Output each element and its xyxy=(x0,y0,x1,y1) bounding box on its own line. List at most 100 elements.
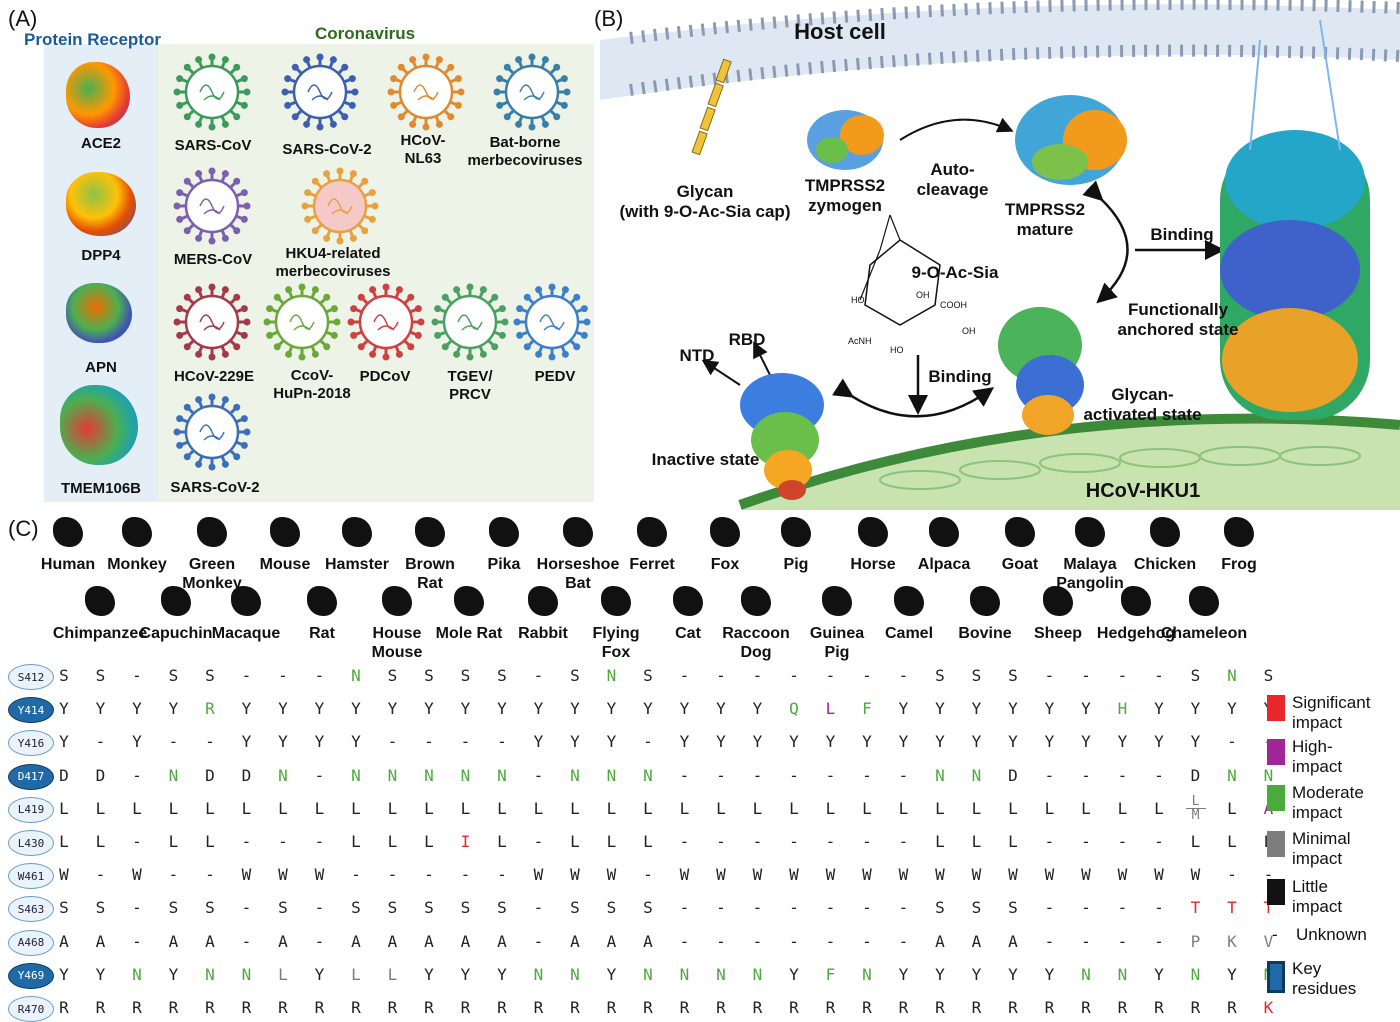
animal-silhouette-row2-0 xyxy=(85,586,115,616)
residue-cell: N xyxy=(533,964,544,984)
residue-cell: - xyxy=(460,865,471,885)
animal-name-row1-1: Monkey xyxy=(107,556,167,573)
residue-cell: - xyxy=(168,865,179,885)
receptor-name-apn: APN xyxy=(85,359,117,376)
residue-cell: N xyxy=(679,964,690,984)
residue-cell: - xyxy=(241,898,252,918)
residue-cell: Y xyxy=(1190,699,1201,719)
residue-cell: L xyxy=(95,832,106,851)
residue-cell: - xyxy=(533,666,544,685)
residue-cell: S xyxy=(1008,666,1018,685)
residue-cell: L xyxy=(643,832,653,851)
residue-cell: S xyxy=(1008,898,1018,918)
animal-name-row2-10: Guinea Pig xyxy=(809,625,865,661)
residue-cell: N xyxy=(1227,666,1237,685)
virus-particle-icon xyxy=(173,393,251,471)
animal-silhouette-row2-12 xyxy=(970,586,1000,616)
animal-name-row2-0: Chimpanzee xyxy=(52,625,148,642)
residue-cell: A xyxy=(570,931,580,951)
residue-cell: - xyxy=(1263,865,1274,885)
residue-cell: W xyxy=(679,865,690,885)
residue-cell: L xyxy=(387,964,398,984)
residue-cell: S xyxy=(643,898,653,918)
residue-cell: A xyxy=(278,931,288,951)
residue-cell: R xyxy=(278,998,288,1017)
residue-cell: R xyxy=(460,998,471,1017)
residue-cell: Y xyxy=(387,699,398,719)
animal-silhouette-row2-2 xyxy=(231,586,261,616)
residue-cell: T xyxy=(1190,898,1201,918)
animal-silhouette-row2-14 xyxy=(1121,586,1151,616)
residue-cell: L xyxy=(460,798,471,818)
residue-cell: R xyxy=(241,998,252,1017)
residue-cell: L xyxy=(971,798,982,818)
residue-cell: A xyxy=(95,931,106,951)
residue-label-y416: Y416 xyxy=(8,730,54,757)
residue-cell: - xyxy=(1117,666,1128,685)
residue-cell: S xyxy=(424,898,434,918)
receptor-name-ace2: ACE2 xyxy=(80,135,121,152)
residue-cell: N xyxy=(497,765,507,785)
residue-cell: Y xyxy=(679,699,690,719)
animal-name-row1-9: Fox xyxy=(710,556,740,573)
residue-cell: S xyxy=(971,666,982,685)
residue-cell: R xyxy=(1044,998,1055,1017)
animal-silhouette-row2-6 xyxy=(528,586,558,616)
residue-cell: A xyxy=(205,931,215,951)
residue-cell: S xyxy=(570,898,580,918)
residue-cell: Y xyxy=(1008,732,1018,752)
residue-cell: - xyxy=(533,898,544,918)
binding-label-top: Binding xyxy=(1150,225,1214,244)
residue-cell: N xyxy=(351,765,361,785)
legend-swatch xyxy=(1267,695,1285,721)
glycan-activated-label: Glycan- activated state xyxy=(1083,385,1202,424)
legend-label: High- impact xyxy=(1292,737,1343,776)
panel-c-label: (C) xyxy=(8,516,39,541)
residue-cell: - xyxy=(898,898,909,918)
animal-silhouette-row1-1 xyxy=(122,517,152,547)
residue-cell: L xyxy=(1044,798,1055,818)
residue-cell: Y xyxy=(533,732,544,752)
residue-cell: R xyxy=(862,998,872,1017)
residue-cell: Y xyxy=(971,964,982,984)
animal-silhouette-row1-0 xyxy=(53,517,83,547)
panel-b-illustration xyxy=(600,0,1400,510)
residue-cell: - xyxy=(278,832,288,851)
residue-cell: W xyxy=(825,865,836,885)
residue-cell: - xyxy=(424,732,434,752)
residue-cell: L xyxy=(1117,798,1128,818)
residue-cell: L xyxy=(533,798,544,818)
receptor-name-dpp4: DPP4 xyxy=(81,247,121,264)
virus-name-sars-cov-2: SARS-CoV-2 xyxy=(282,141,372,158)
animal-name-row1-2: Green Monkey xyxy=(182,556,242,592)
residue-cell: Y xyxy=(241,732,252,752)
residue-label-d417: D417 xyxy=(8,763,54,790)
receptor-name-tmem106b: TMEM106B xyxy=(60,480,142,497)
residue-cell: - xyxy=(1081,931,1091,951)
residue-cell: - xyxy=(716,666,726,685)
residue-cell: L xyxy=(862,798,872,818)
residue-cell: L xyxy=(1227,832,1237,851)
legend-label: Unknown xyxy=(1296,925,1367,944)
residue-cell: L xyxy=(570,798,580,818)
legend-label: Little impact xyxy=(1292,877,1343,916)
animal-name-row2-6: Rabbit xyxy=(518,625,568,642)
residue-cell: - xyxy=(460,732,471,752)
animal-name-row2-15: Chameleon xyxy=(1160,625,1248,642)
residue-cell: V xyxy=(1263,931,1274,951)
animal-name-row1-7: Horseshoe Bat xyxy=(536,556,620,592)
residue-cell: R xyxy=(825,998,836,1017)
residue-cell: - xyxy=(1044,765,1055,785)
residue-cell: Y xyxy=(497,699,507,719)
residue-cell: R xyxy=(1227,998,1237,1017)
residue-cell: Y xyxy=(935,964,945,984)
legend-label: Key residues xyxy=(1292,959,1357,998)
residue-cell: - xyxy=(314,666,325,685)
residue-cell: S xyxy=(351,898,361,918)
animal-silhouette-row2-4 xyxy=(382,586,412,616)
residue-cell: - xyxy=(862,931,872,951)
animal-silhouette-row2-8 xyxy=(673,586,703,616)
residue-cell: Y xyxy=(241,699,252,719)
residue-cell: N xyxy=(387,765,398,785)
residue-cell: Y xyxy=(168,699,179,719)
